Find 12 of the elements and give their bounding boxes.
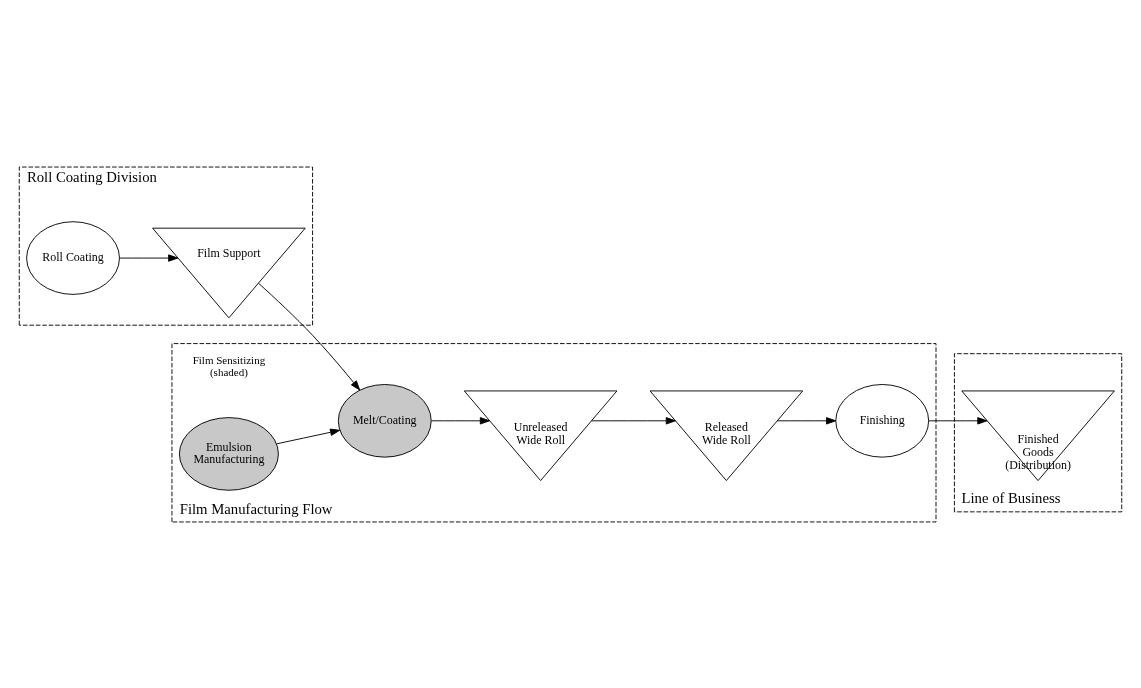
arrow [276, 428, 341, 444]
arrow [928, 416, 988, 424]
arrow [119, 253, 179, 262]
node-ellipse: Roll Coating [26, 220, 120, 295]
node-ellipse: Emulsion Manufacturing [178, 416, 279, 491]
label: Film Sensitizing (shaded) [192, 353, 266, 378]
node-ellipse: Melt/Coating [337, 383, 432, 458]
arrow [258, 282, 361, 390]
arrow [591, 416, 676, 424]
node-ellipse: Finishing [835, 383, 930, 458]
arrow [431, 416, 490, 424]
arrow [776, 416, 837, 424]
